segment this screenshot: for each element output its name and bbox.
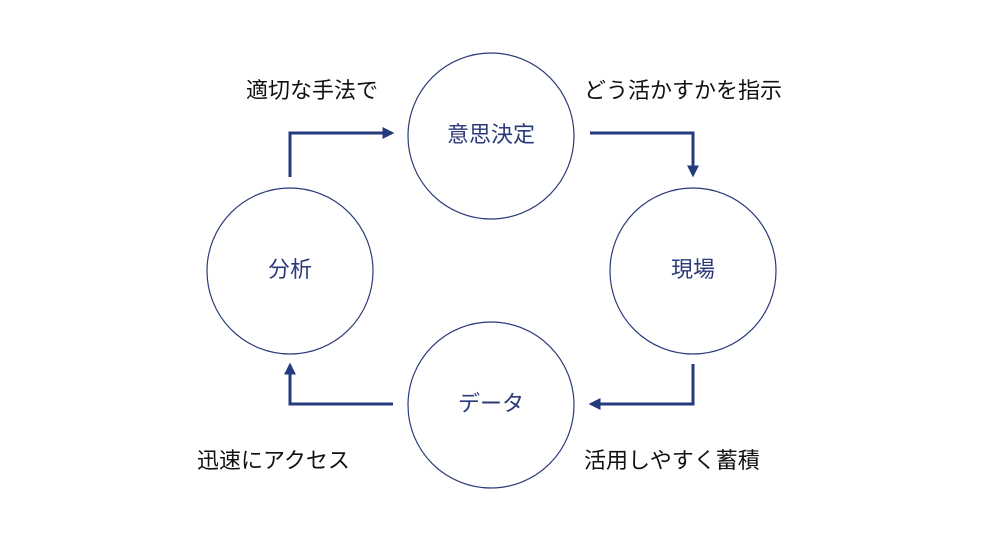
node-decision-circle (407, 52, 575, 220)
arrow-decision-to-field (590, 131, 699, 178)
node-decision-label: 意思決定 (447, 123, 535, 148)
node-analysis-label: 分析 (268, 258, 312, 283)
edge-label-analysis-decision: 適切な手法で (246, 79, 378, 104)
node-field-circle (609, 187, 777, 355)
node-field: 現場 (609, 187, 777, 355)
node-field-label: 現場 (671, 258, 715, 283)
arrow-field-to-data (588, 364, 695, 410)
node-data-circle (407, 321, 575, 489)
edge-label-field-data: 活用しやすく蓄積 (584, 449, 760, 474)
node-data: データ (407, 321, 575, 489)
node-analysis: 分析 (206, 187, 374, 355)
node-data-label: データ (458, 392, 524, 417)
arrow-data-to-analysis (284, 362, 393, 406)
edge-label-decision-field: どう活かすかを指示 (584, 79, 782, 104)
node-analysis-circle (206, 187, 374, 355)
node-decision: 意思決定 (407, 52, 575, 220)
arrow-analysis-to-decision (288, 127, 395, 177)
edge-label-data-analysis: 迅速にアクセス (197, 449, 350, 474)
